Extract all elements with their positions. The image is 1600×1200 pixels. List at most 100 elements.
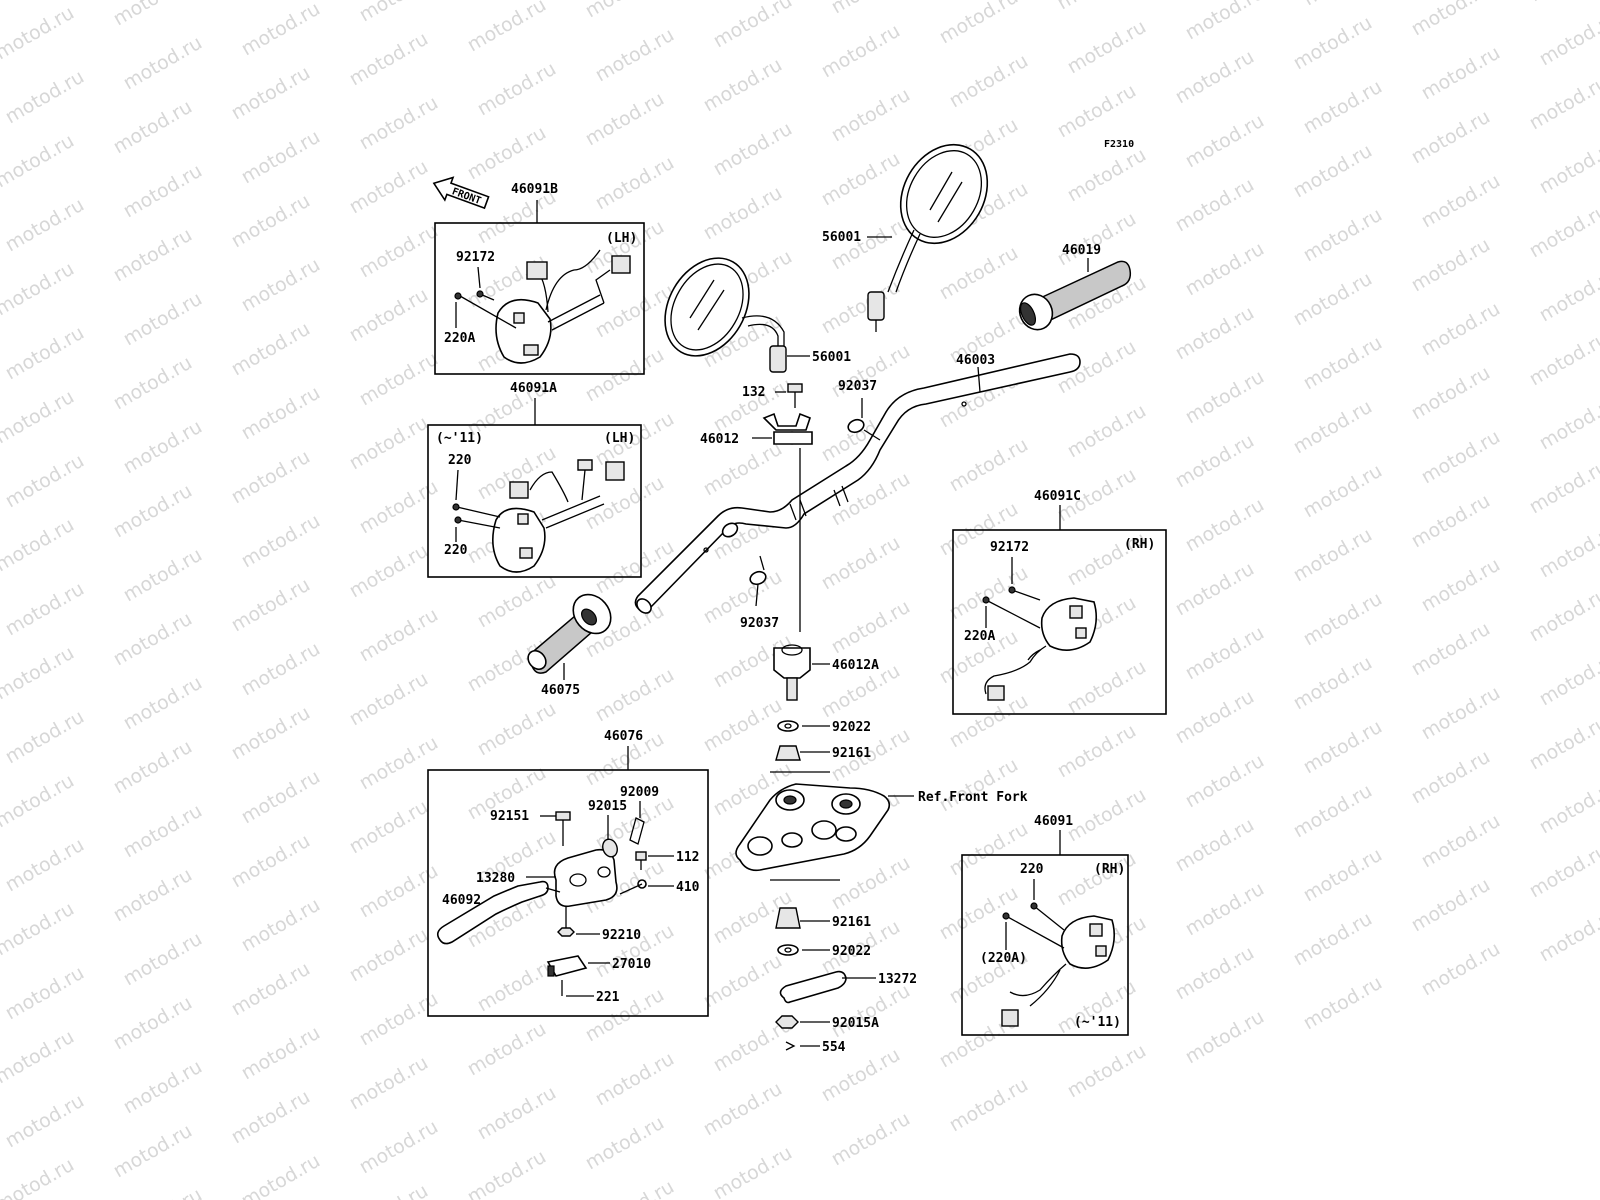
watermark-text: motod.ru: [238, 254, 324, 317]
clamp-92037-top: [847, 398, 881, 441]
watermark-text: motod.ru: [1536, 648, 1600, 711]
label-221: 221: [596, 990, 620, 1005]
watermark-text: motod.ru: [1172, 430, 1258, 493]
watermark-text: motod.ru: [582, 88, 668, 151]
watermark-text: motod.ru: [346, 796, 432, 859]
watermark-text: motod.ru: [1408, 106, 1494, 169]
watermark-text: motod.ru: [110, 1120, 196, 1183]
label-lh-top: (LH): [606, 231, 637, 246]
label-92151: 92151: [490, 809, 529, 824]
watermark-text: motod.ru: [1408, 618, 1494, 681]
watermark-text: motod.ru: [1536, 392, 1600, 455]
watermark-text: motod.ru: [828, 980, 914, 1043]
watermark-text: motod.ru: [228, 190, 314, 253]
watermark-text: motod.ru: [700, 694, 786, 757]
watermark-text: motod.ru: [1290, 12, 1376, 75]
watermark-text: motod.ru: [936, 242, 1022, 305]
label-132: 132: [742, 385, 765, 400]
watermark-text: motod.ru: [1290, 140, 1376, 203]
watermark-text: motod.ru: [1300, 588, 1386, 651]
grip-46019: [1018, 260, 1132, 331]
watermark-text: motod.ru: [582, 344, 668, 407]
watermark-text: motod.ru: [1300, 716, 1386, 779]
washer-92022-top: [777, 720, 799, 732]
label-rh-top: (RH): [1124, 537, 1155, 552]
watermark-text: motod.ru: [1536, 904, 1600, 967]
watermark-text: motod.ru: [1064, 16, 1150, 79]
switch-box-46091a: [427, 398, 642, 578]
watermark-text: motod.ru: [0, 514, 78, 577]
watermark-text: motod.ru: [1408, 362, 1494, 425]
watermark-text: motod.ru: [110, 608, 196, 671]
watermark-text: motod.ru: [1526, 840, 1600, 903]
label-220-b: 220: [444, 543, 468, 558]
watermark-text: motod.ru: [120, 1056, 206, 1119]
watermark-text: motod.ru: [1064, 784, 1150, 847]
watermark-text: motod.ru: [1054, 80, 1140, 143]
watermark-text: motod.ru: [1300, 460, 1386, 523]
watermark-text: motod.ru: [936, 882, 1022, 945]
watermark-text: motod.ru: [1290, 780, 1376, 843]
watermark-text: motod.ru: [592, 1176, 678, 1200]
label-46012a: 46012A: [832, 658, 879, 673]
watermark-text: motod.ru: [238, 766, 324, 829]
watermark-text: motod.ru: [936, 0, 1022, 48]
watermark-text: motod.ru: [1182, 238, 1268, 301]
label-11-rh: (~'11): [1074, 1015, 1121, 1030]
diagram-code: F2310: [1104, 139, 1134, 150]
watermark-text: motod.ru: [356, 732, 442, 795]
watermark-text: motod.ru: [238, 1150, 324, 1200]
watermark-text: motod.ru: [228, 702, 314, 765]
watermark-text: motod.ru: [2, 66, 88, 129]
watermark-text: motod.ru: [1526, 328, 1600, 391]
watermark-text: motod.ru: [110, 96, 196, 159]
plate-13272: [779, 970, 847, 1004]
watermark-text: motod.ru: [1526, 200, 1600, 263]
label-56001-left: 56001: [812, 350, 851, 365]
label-46091a: 46091A: [510, 381, 557, 396]
rubber-92161-bot: [775, 907, 801, 929]
watermark-text: motod.ru: [1418, 554, 1504, 617]
watermark-text: motod.ru: [346, 1180, 432, 1200]
watermark-text: motod.ru: [356, 92, 442, 155]
watermark-text: motod.ru: [1172, 558, 1258, 621]
watermark-text: motod.ru: [1054, 208, 1140, 271]
watermark-text: motod.ru: [346, 284, 432, 347]
watermark-text: motod.ru: [1064, 1040, 1150, 1103]
label-46091b: 46091B: [511, 182, 558, 197]
mirror-left: [664, 257, 787, 373]
watermark-text: motod.ru: [120, 672, 206, 735]
watermark-text: motod.ru: [110, 352, 196, 415]
watermark-text: motod.ru: [0, 1154, 78, 1200]
watermark-text: motod.ru: [120, 544, 206, 607]
watermark-text: motod.ru: [946, 434, 1032, 497]
watermark-text: motod.ru: [1408, 874, 1494, 937]
watermark-text: motod.ru: [1172, 942, 1258, 1005]
watermark-text: motod.ru: [228, 830, 314, 893]
label-92172-lh: 92172: [456, 250, 495, 265]
label-13280: 13280: [476, 871, 515, 886]
watermark-text: motod.ru: [700, 438, 786, 501]
watermark-text: motod.ru: [582, 1112, 668, 1175]
watermark-text: motod.ru: [592, 1048, 678, 1111]
watermark-text: motod.ru: [238, 510, 324, 573]
label-220a-paren: (220A): [980, 951, 1027, 966]
watermark-text: motod.ru: [120, 160, 206, 223]
watermark-text: motod.ru: [346, 668, 432, 731]
label-11-lh: (~'11): [436, 431, 483, 446]
watermark-text: motod.ru: [1182, 750, 1268, 813]
watermark-text: motod.ru: [1054, 0, 1140, 14]
label-56001-top: 56001: [822, 230, 861, 245]
watermark-text: motod.ru: [1418, 426, 1504, 489]
watermark-text: motod.ru: [228, 958, 314, 1021]
handlebar-46003: [634, 353, 1081, 614]
watermark-text: motod.ru: [1290, 652, 1376, 715]
watermark-text: motod.ru: [464, 0, 550, 56]
watermark-text: motod.ru: [1536, 264, 1600, 327]
watermark-text: motod.ru: [1290, 908, 1376, 971]
watermark-text: motod.ru: [356, 860, 442, 923]
watermark-text: motod.ru: [0, 2, 78, 65]
label-410: 410: [676, 880, 700, 895]
watermark-text: motod.ru: [2, 450, 88, 513]
watermark-text: motod.ru: [356, 1116, 442, 1179]
